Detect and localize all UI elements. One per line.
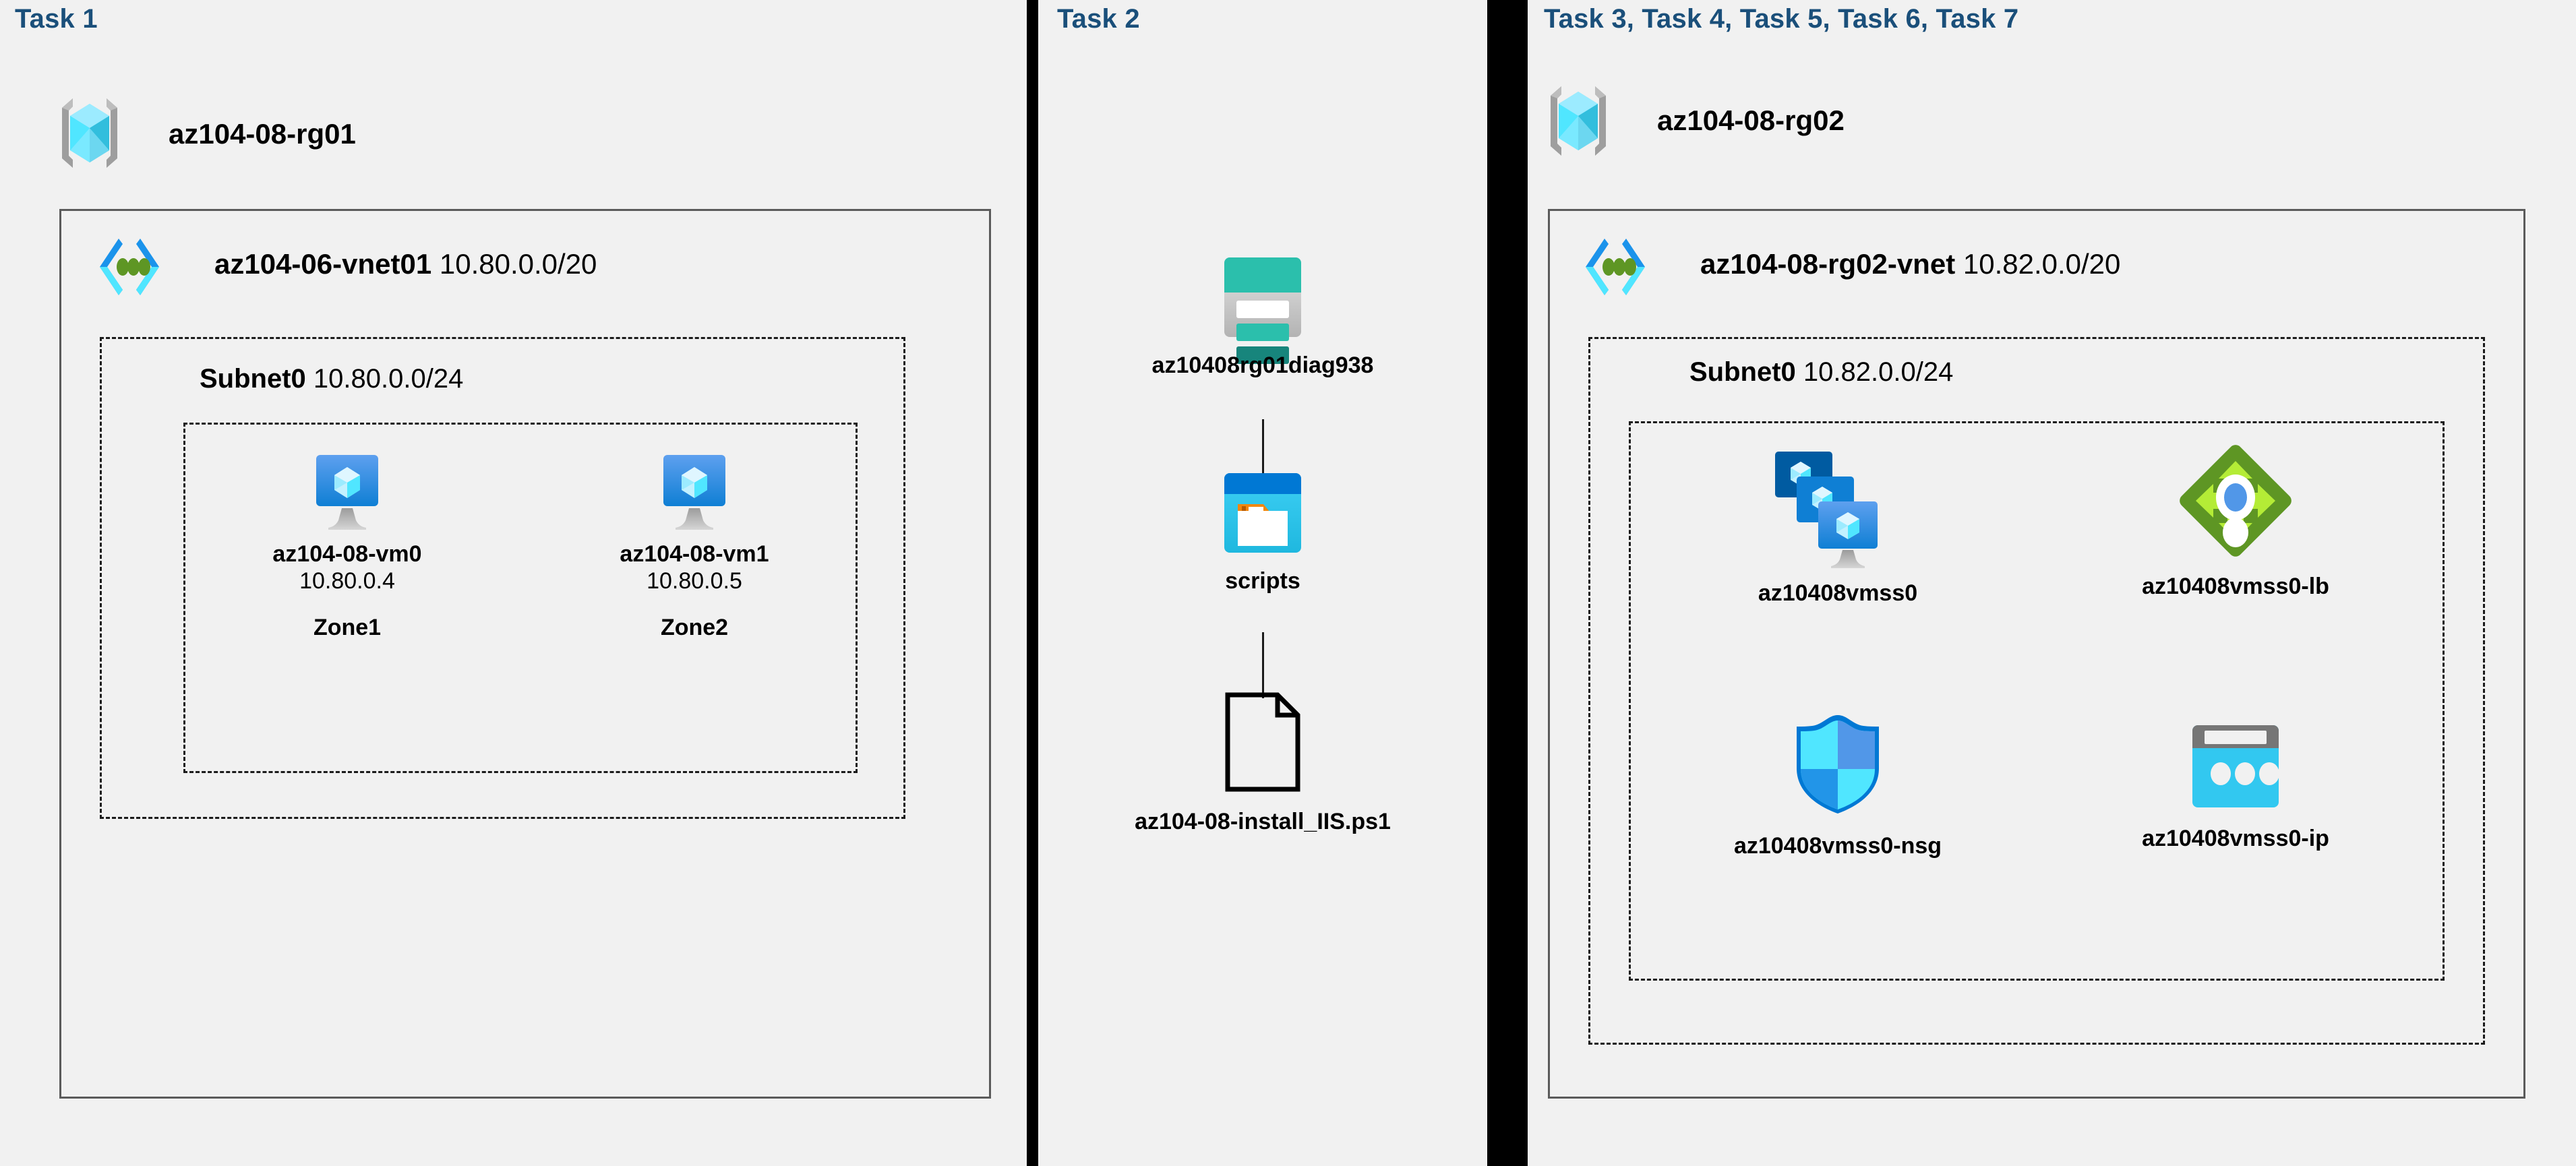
panel-task-3: Task 3, Task 4, Task 5, Task 6, Task 7 a… [1528,0,2576,1166]
task-header-2: Task 2 [1057,4,1140,34]
vnet-box-task1 [59,209,991,1099]
subnet-label-task1: Subnet0 10.80.0.0/24 [200,364,464,394]
task-header-3: Task 3, Task 4, Task 5, Task 6, Task 7 [1544,4,2019,34]
vnet-label-task3: az104-08-rg02-vnet 10.82.0.0/20 [1700,248,2121,280]
vm-zone-1: Zone2 [660,615,729,641]
task-header-1: Task 1 [15,4,98,34]
subnet-box-task1 [100,337,905,819]
public-ip-node[interactable]: az10408vmss0-ip [2080,721,2391,852]
resource-group-label-rg01: az104-08-rg01 [169,118,356,150]
subnet-label-task3: Subnet0 10.82.0.0/24 [1689,357,1954,387]
virtual-machine-icon [229,453,465,531]
vm-ip-1: 10.80.0.5 [647,568,742,594]
vm-scale-set-icon [1683,445,1993,570]
vm-name-0: az104-08-vm0 [272,541,422,567]
public-ip-address-icon [2080,721,2391,811]
blob-container-icon [1038,472,1487,554]
nsg-name: az10408vmss0-nsg [1733,833,1942,859]
vm-node-0[interactable]: az104-08-vm0 10.80.0.4 Zone1 [229,453,465,641]
connector-storage-to-container [1262,419,1264,479]
storage-account-name: az10408rg01diag938 [1151,352,1374,378]
vnet-box-task3 [1548,209,2525,1099]
storage-account-node[interactable]: az10408rg01diag938 [1038,256,1487,379]
storage-account-icon [1038,256,1487,364]
file-name: az104-08-install_IIS.ps1 [1135,809,1391,834]
file-icon [1038,691,1487,793]
vnet-label-task1: az104-06-vnet01 10.80.0.0/20 [214,248,597,280]
load-balancer-name: az10408vmss0-lb [2142,574,2329,599]
virtual-network-icon [1582,236,1657,298]
load-balancer-node[interactable]: az10408vmss0-lb [2080,438,2391,600]
vm-node-1[interactable]: az104-08-vm1 10.80.0.5 Zone2 [576,453,812,641]
connector-container-to-file [1262,632,1264,698]
load-balancer-icon [2080,438,2391,563]
network-security-group-icon [1683,711,1993,818]
vmss-resources-box [1629,421,2445,981]
virtual-machine-icon [576,453,812,531]
panel-task-1: Task 1 az104-08-rg01 [0,0,1027,1166]
vm-ip-0: 10.80.0.4 [299,568,395,594]
vmss-node[interactable]: az10408vmss0 [1683,445,1993,607]
blob-container-node[interactable]: scripts [1038,472,1487,594]
blob-container-name: scripts [1225,568,1300,594]
resource-group-icon [1541,82,1615,160]
availability-zone-box-task1 [183,423,858,773]
file-node[interactable]: az104-08-install_IIS.ps1 [1038,691,1487,835]
nsg-node[interactable]: az10408vmss0-nsg [1683,711,1993,859]
vmss-name: az10408vmss0 [1758,580,1918,606]
virtual-network-icon [96,236,171,298]
panel-task-2: Task 2 az10408rg01diag938 [1038,0,1487,1166]
resource-group-label-rg02: az104-08-rg02 [1657,104,1845,136]
vm-name-1: az104-08-vm1 [620,541,769,567]
public-ip-name: az10408vmss0-ip [2142,826,2329,851]
subnet-box-task3 [1588,337,2485,1045]
vm-zone-0: Zone1 [313,615,382,641]
resource-group-icon [53,94,127,172]
